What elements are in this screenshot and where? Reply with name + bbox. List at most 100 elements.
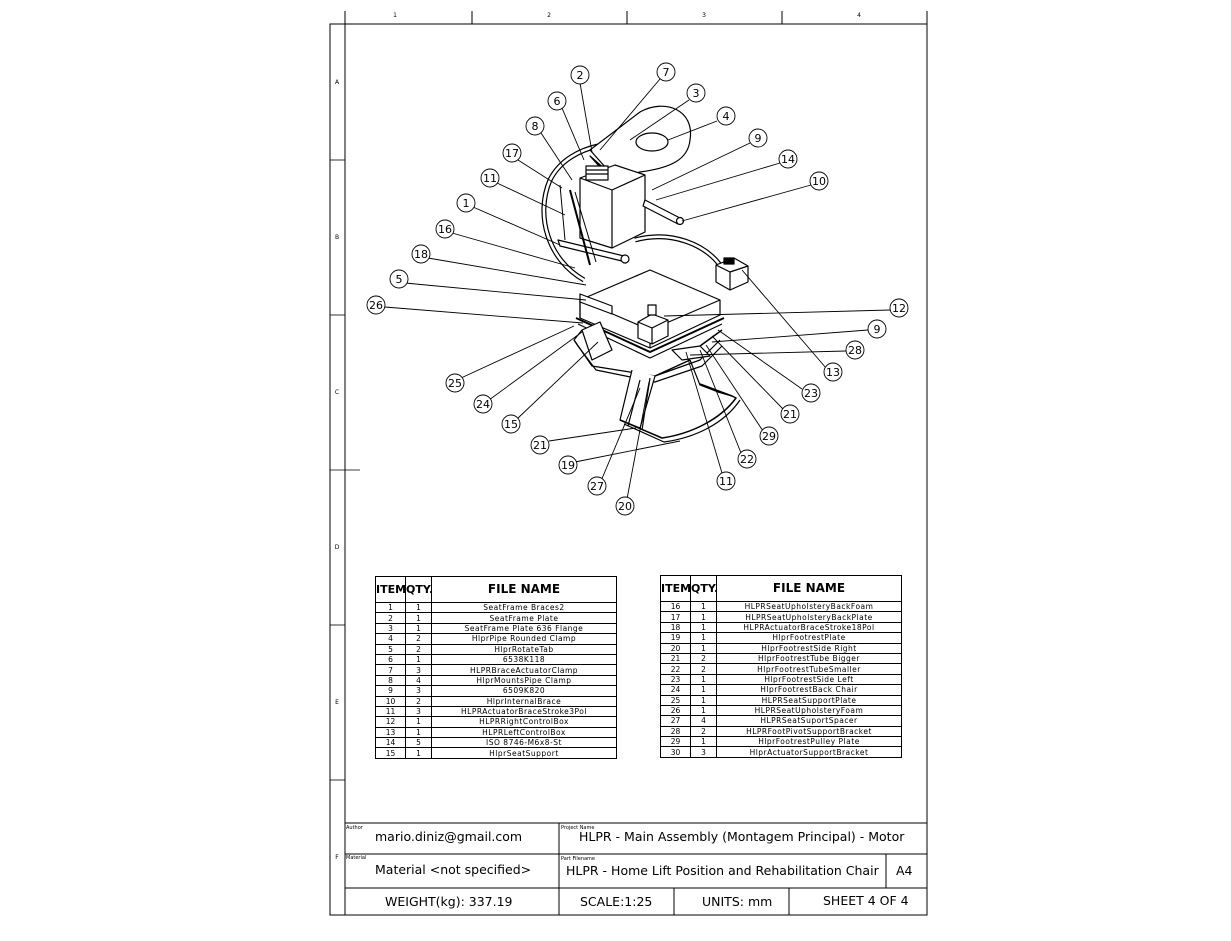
bom-qty: 2 <box>405 633 432 645</box>
bom-qty: 4 <box>405 674 432 687</box>
balloon: 17 <box>502 143 522 163</box>
balloon: 15 <box>501 414 521 434</box>
bom-qty: 4 <box>690 715 717 727</box>
bom-item: 22 <box>660 663 691 675</box>
balloon-number: 23 <box>804 387 818 400</box>
zone-col-1: 1 <box>393 12 397 19</box>
bom-qty: 1 <box>690 736 717 748</box>
balloon-number: 26 <box>369 299 383 312</box>
bom-item: 26 <box>660 704 691 717</box>
bom-qty: 1 <box>405 601 432 614</box>
balloon: 10 <box>809 171 829 191</box>
bom-file-name: HLPRFootPivotSupportBracket <box>716 725 902 738</box>
bom-file-name: HlprRotateTab <box>431 643 617 655</box>
bom-qty: 5 <box>405 737 432 749</box>
balloon: 27 <box>587 476 607 496</box>
bom-file-name: HlprInternalBrace <box>431 695 617 707</box>
bom-qty: 1 <box>690 600 717 613</box>
balloon-number: 19 <box>561 459 575 472</box>
balloon: 9 <box>867 319 887 339</box>
bom-item: 9 <box>375 685 406 697</box>
balloon-number: 27 <box>590 480 604 493</box>
balloon: 25 <box>445 373 465 393</box>
balloon: 20 <box>615 496 635 516</box>
balloon-number: 9 <box>755 132 762 145</box>
balloon-number: 9 <box>874 323 881 336</box>
bom-item: 23 <box>660 673 691 686</box>
bom-item: 11 <box>375 705 406 718</box>
material-label: Material <box>346 855 367 861</box>
bom-item: 4 <box>375 633 406 645</box>
bom-file-name: HlprSeatSupport <box>431 747 617 759</box>
bom-file-name: HLPRRightControlBox <box>431 716 617 728</box>
bom-item: 15 <box>375 747 406 759</box>
balloon-number: 21 <box>533 439 547 452</box>
bom-qty: 3 <box>405 705 432 718</box>
bom-table-right: ITEM NO. QTY. FILE NAME 161HLPRSeatUphol… <box>660 575 902 758</box>
bom-item: 24 <box>660 684 691 696</box>
balloon-number: 5 <box>396 273 403 286</box>
balloon: 24 <box>473 394 493 414</box>
bom-item: 28 <box>660 725 691 738</box>
bom-file-name: HlprFootrestPulley Plate <box>716 736 902 748</box>
zone-row-d: D <box>335 544 340 551</box>
balloon-number: 11 <box>483 172 497 185</box>
balloon: 26 <box>366 295 386 315</box>
bom-file-name: HlprFootrestPlate <box>716 632 902 644</box>
bom-file-name: HlprFootrestTubeSmaller <box>716 663 902 675</box>
bom-file-name: HlprFootrestTube Bigger <box>716 652 902 665</box>
balloon: 16 <box>435 219 455 239</box>
motor-top-block <box>585 165 609 181</box>
bom-qty: 3 <box>690 746 717 758</box>
balloon-number: 1 <box>463 197 470 210</box>
bom-item: 16 <box>660 600 691 613</box>
bom-file-name: SeatFrame Plate 636 Flange <box>431 622 617 635</box>
balloon: 19 <box>558 455 578 475</box>
sheet-size: A4 <box>896 863 913 878</box>
footrest-pivot-bracket <box>671 345 711 361</box>
bom-item: 10 <box>375 695 406 707</box>
bom-qty: 1 <box>405 622 432 635</box>
bom-item: 14 <box>375 737 406 749</box>
balloon: 28 <box>845 340 865 360</box>
bom-item: 13 <box>375 726 406 739</box>
bom-item: 21 <box>660 652 691 665</box>
balloon: 14 <box>778 149 798 169</box>
balloon: 11 <box>716 471 736 491</box>
balloon-number: 22 <box>740 453 754 466</box>
bom-file-name: HLPRSeatSuportSpacer <box>716 715 902 727</box>
balloon: 4 <box>716 106 736 126</box>
bom-file-name: HlprFootrestBack Chair <box>716 684 902 696</box>
balloon-number: 28 <box>848 344 862 357</box>
bom-qty: 2 <box>690 652 717 665</box>
balloon-number: 2 <box>577 69 584 82</box>
zone-row-a: A <box>335 79 340 86</box>
bom-qty: 1 <box>690 684 717 696</box>
balloon-number: 11 <box>719 475 733 488</box>
balloon-number: 14 <box>781 153 795 166</box>
bom-file-name: HLPRActuatorBraceStroke18Pol <box>716 621 902 634</box>
balloon-number: 12 <box>892 302 906 315</box>
bom-file-name: HlprPipe Rounded Clamp <box>431 633 617 645</box>
bom-qty: 1 <box>405 612 432 624</box>
item-balloons: 2 7 3 4 6 8 9 17 14 11 10 1 16 18 5 26 1… <box>366 62 909 516</box>
bom-file-name: HLPRBraceActuatorClamp <box>431 664 617 676</box>
bom-qty: 1 <box>405 716 432 728</box>
balloon: 6 <box>547 91 567 111</box>
bom-file-name: HLPRSeatSupportPlate <box>716 694 902 706</box>
actuator-rod-right <box>642 199 681 225</box>
